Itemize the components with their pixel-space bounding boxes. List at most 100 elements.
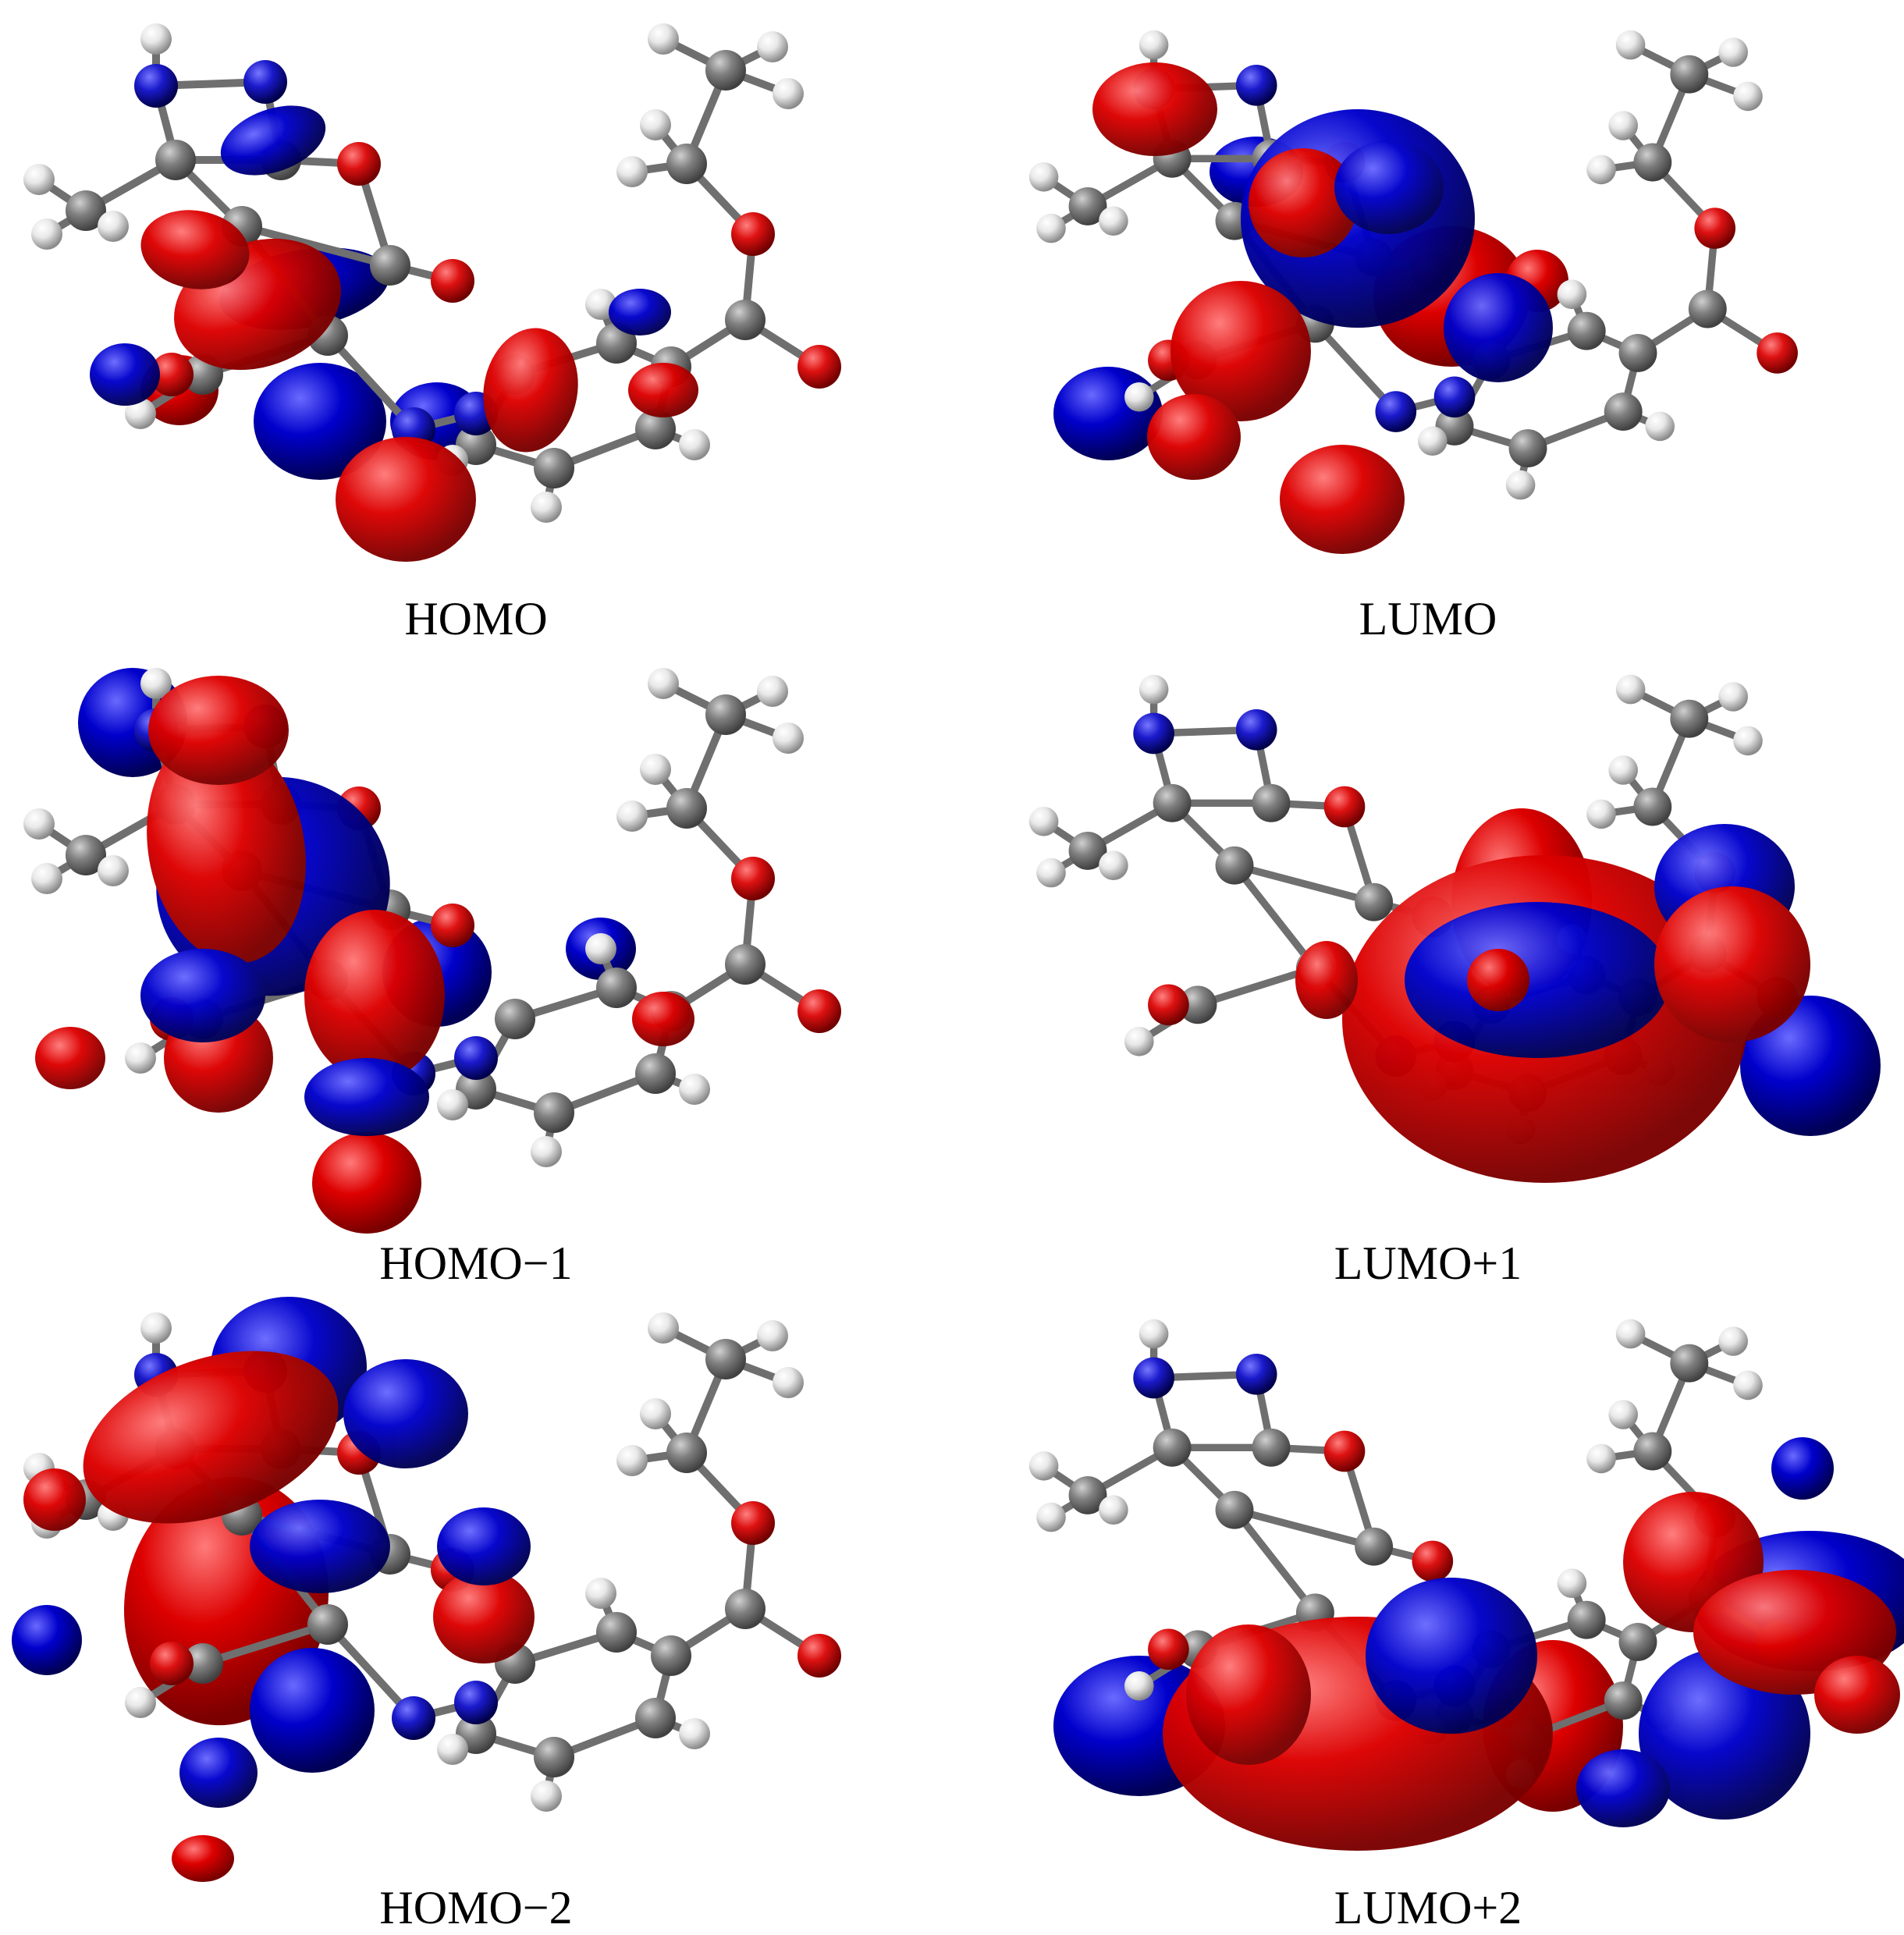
bond	[238, 222, 394, 269]
orbital-lobe-positive	[312, 1132, 421, 1234]
bond	[1231, 1506, 1320, 1617]
hydrogen-atom	[773, 78, 804, 109]
orbital-lobe-positive	[23, 1468, 86, 1531]
hydrogen-atom	[1099, 206, 1128, 236]
orbital-lobe-negative	[1053, 367, 1163, 460]
carbon-atom	[1633, 787, 1672, 826]
hydrogen-atom	[1028, 807, 1059, 836]
hydrogen-atom	[679, 1718, 710, 1749]
orbital-lobe-negative	[250, 1648, 375, 1773]
hydrogen-atom	[679, 1074, 710, 1105]
oxygen-atom	[1323, 1430, 1366, 1472]
hydrogen-atom	[1124, 1671, 1154, 1701]
carbon-atom	[1215, 1490, 1254, 1529]
hydrogen-atom	[437, 1089, 468, 1120]
orbital-lobe-negative	[609, 289, 671, 336]
hydrogen-atom	[1733, 726, 1763, 756]
lumo-orbital-image	[1028, 30, 1798, 554]
lumo-plus-1-orbital-image	[1028, 674, 1881, 1183]
hydrogen-atom	[1615, 1319, 1646, 1349]
hydrogen-atom	[98, 855, 129, 886]
orbital-lobe-negative	[90, 343, 160, 406]
carbon-atom	[1688, 289, 1727, 328]
hydrogen-atom	[1586, 154, 1616, 185]
hydrogen-atom	[1608, 755, 1638, 785]
bond	[1231, 1506, 1378, 1550]
orbital-lobe-positive	[304, 910, 445, 1081]
nitrogen-atom	[134, 64, 178, 108]
orbital-lobe-positive	[1186, 1624, 1311, 1765]
carbon-atom	[1068, 1475, 1107, 1514]
orbital-lobe-negative	[140, 949, 265, 1042]
orbital-lobe-positive	[140, 210, 250, 289]
caption-lumo-plus-1: LUMO+1	[1334, 1237, 1522, 1289]
hydrogen-atom	[640, 109, 671, 140]
orbital-lobe-negative	[437, 1507, 531, 1585]
hydrogen-atom	[31, 863, 62, 894]
carbon-atom	[1633, 143, 1672, 182]
carbon-atom	[1068, 186, 1107, 225]
orbital-lobe-positive	[1467, 949, 1529, 1011]
orbital-lobe-negative	[1366, 1578, 1537, 1734]
orbital-lobe-positive	[628, 363, 698, 417]
caption-homo-minus-2: HOMO−2	[379, 1882, 573, 1933]
orbital-lobe-positive	[1147, 394, 1241, 480]
carbon-atom	[705, 50, 746, 91]
homo-minus-2-orbital-image	[12, 1297, 841, 1882]
nitrogen-atom	[454, 1036, 498, 1080]
hydrogen-atom	[1036, 213, 1066, 243]
carbon-atom	[534, 448, 574, 488]
carbon-atom	[1508, 429, 1547, 468]
nitrogen-atom	[1235, 708, 1277, 751]
oxygen-atom	[1412, 1540, 1454, 1582]
hydrogen-atom	[1615, 30, 1646, 60]
hydrogen-atom	[616, 156, 648, 187]
hydrogen-atom	[23, 808, 55, 840]
hydrogen-atom	[1645, 411, 1675, 442]
nitrogen-atom	[1433, 376, 1476, 418]
carbon-atom	[725, 944, 766, 985]
carbon-atom	[1068, 831, 1107, 870]
nitrogen-atom	[1133, 1357, 1174, 1399]
carbon-atom	[651, 1635, 691, 1676]
bond	[1231, 861, 1320, 972]
orbital-lobe-positive	[632, 992, 694, 1046]
carbon-atom	[1252, 783, 1291, 822]
molecule-skeleton	[23, 668, 841, 1167]
carbon-atom	[635, 1698, 676, 1738]
carbon-atom	[1618, 1622, 1657, 1661]
hydrogen-atom	[1028, 162, 1059, 192]
orbital-lobe-positive	[83, 1351, 339, 1524]
orbital-lobe-negative	[179, 1738, 258, 1808]
oxygen-atom	[731, 212, 775, 256]
carbon-atom	[1355, 1527, 1394, 1566]
orbital-lobe-negative	[254, 363, 386, 480]
hydrogen-atom	[1124, 1027, 1154, 1056]
carbon-atom	[66, 190, 106, 231]
orbital-lobe-negative	[1740, 996, 1881, 1136]
carbon-atom	[534, 1092, 574, 1133]
carbon-atom	[725, 1589, 766, 1629]
carbon-atom	[1604, 1681, 1643, 1720]
hydrogen-atom	[1586, 1443, 1616, 1474]
hydrogen-atom	[585, 1578, 616, 1609]
hydrogen-atom	[1608, 111, 1638, 140]
hydrogen-atom	[1586, 799, 1616, 829]
orbital-lobe-positive	[147, 731, 306, 964]
hydrogen-atom	[585, 933, 616, 964]
carbon-atom	[1153, 1428, 1192, 1467]
hydrogen-atom	[1505, 470, 1536, 500]
carbon-atom	[666, 788, 707, 829]
hydrogen-atom	[531, 1136, 562, 1167]
carbon-atom	[635, 409, 676, 449]
carbon-atom	[370, 245, 410, 286]
carbon-atom	[1670, 55, 1709, 94]
hydrogen-atom	[1036, 857, 1066, 888]
oxygen-atom	[731, 1501, 775, 1545]
hydrogen-atom	[1733, 81, 1763, 112]
hydrogen-atom	[616, 1445, 648, 1476]
hydrogen-atom	[640, 1398, 671, 1429]
orbital-lobe-positive	[1249, 148, 1358, 257]
carbon-atom	[635, 1053, 676, 1094]
carbon-atom	[666, 144, 707, 184]
